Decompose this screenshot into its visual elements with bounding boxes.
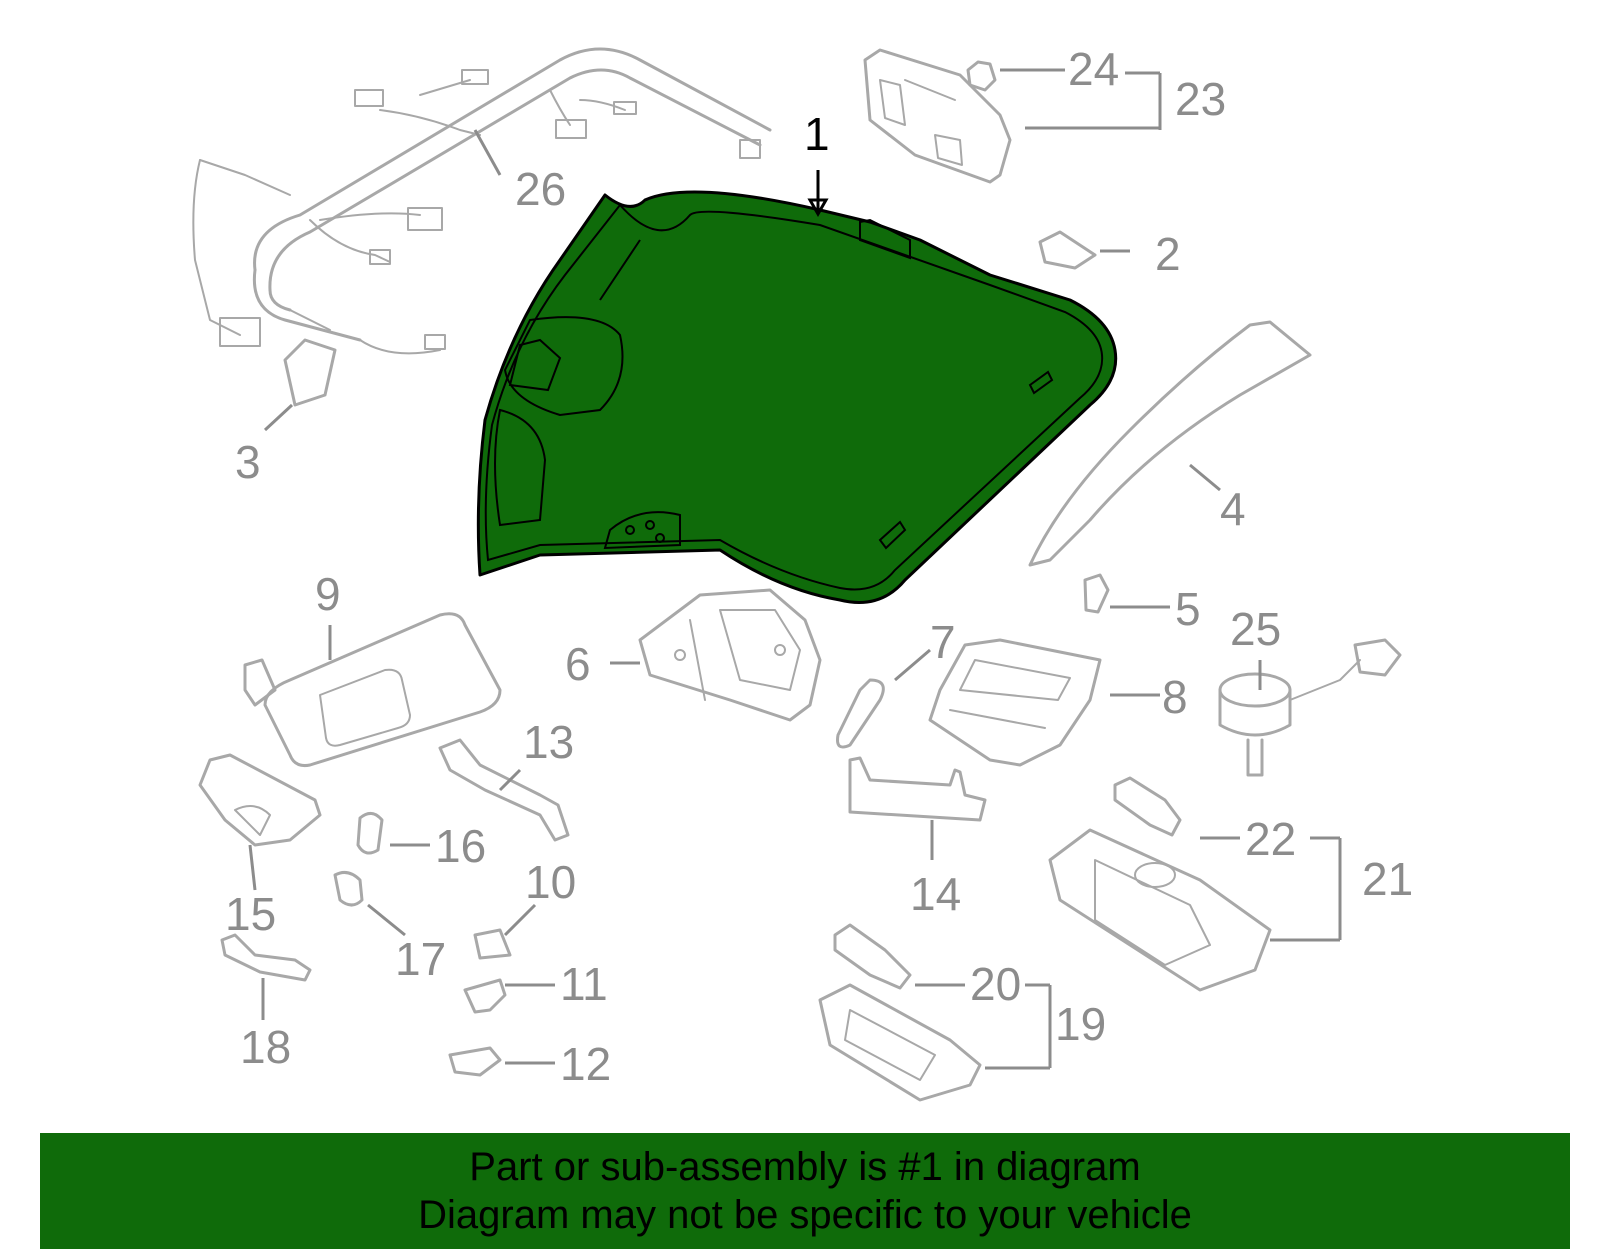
part-6-bracket[interactable] [638, 588, 822, 722]
label-21[interactable]: 21 [1362, 853, 1413, 905]
part-24-clip[interactable] [966, 60, 997, 92]
label-19[interactable]: 19 [1055, 998, 1106, 1050]
banner-line-selected-part: Part or sub-assembly is #1 in diagram [469, 1145, 1141, 1189]
part-22-bulb[interactable] [1113, 776, 1182, 837]
label-20[interactable]: 20 [970, 958, 1021, 1010]
label-14[interactable]: 14 [910, 868, 961, 920]
label-2[interactable]: 2 [1155, 228, 1181, 280]
label-22[interactable]: 22 [1245, 813, 1296, 865]
part-21-dome-lamp[interactable] [1048, 828, 1272, 992]
parts-diagram: 1 2 3 4 5 6 7 8 9 10 11 12 13 14 15 16 1… [192, 43, 1413, 1102]
part-20-bulb[interactable] [833, 923, 912, 990]
part-8-sunshade[interactable] [928, 638, 1102, 767]
label-3[interactable]: 3 [235, 436, 261, 488]
part-18-handle[interactable] [220, 933, 312, 982]
part-23-console-module[interactable] [863, 48, 1012, 184]
part-15-visor-mount[interactable] [198, 753, 322, 847]
label-16[interactable]: 16 [435, 820, 486, 872]
info-banner: Part or sub-assembly is #1 in diagram Di… [40, 1133, 1570, 1249]
part-3[interactable] [283, 338, 337, 407]
label-5[interactable]: 5 [1175, 583, 1201, 635]
part-12-cover[interactable] [448, 1046, 502, 1077]
label-15[interactable]: 15 [225, 888, 276, 940]
label-1[interactable]: 1 [804, 108, 830, 160]
label-13[interactable]: 13 [523, 716, 574, 768]
part-11-clip[interactable] [463, 978, 507, 1014]
label-9[interactable]: 9 [315, 568, 341, 620]
part-19-map-lamp[interactable] [818, 983, 982, 1102]
label-26[interactable]: 26 [515, 163, 566, 215]
part-7-seal[interactable] [836, 678, 885, 749]
label-8[interactable]: 8 [1162, 671, 1188, 723]
part-1-headliner[interactable] [476, 190, 1118, 604]
label-4[interactable]: 4 [1220, 483, 1246, 535]
label-25[interactable]: 25 [1230, 603, 1281, 655]
part-14-bracket[interactable] [848, 756, 987, 822]
part-10-clip[interactable] [473, 928, 512, 960]
part-9-sun-visor[interactable] [243, 612, 502, 767]
label-6[interactable]: 6 [565, 638, 591, 690]
label-10[interactable]: 10 [525, 856, 576, 908]
part-5-clip[interactable] [1083, 573, 1110, 614]
label-17[interactable]: 17 [395, 933, 446, 985]
part-17-grommet[interactable] [333, 870, 364, 907]
part-13-grab-handle[interactable] [438, 738, 570, 842]
label-23[interactable]: 23 [1175, 73, 1226, 125]
label-11[interactable]: 11 [560, 958, 608, 1010]
banner-line-disclaimer: Diagram may not be specific to your vehi… [418, 1193, 1192, 1237]
part-16-grommet[interactable] [356, 812, 384, 855]
part-26-wiring-harness[interactable] [192, 47, 772, 355]
part-25-sensor[interactable] [1218, 638, 1402, 777]
leader-1-arrow [807, 198, 829, 218]
part-4-pillar-trim[interactable] [1028, 320, 1312, 567]
part-2-pad[interactable] [1038, 230, 1097, 270]
label-7[interactable]: 7 [930, 616, 956, 668]
label-24[interactable]: 24 [1068, 43, 1119, 95]
label-18[interactable]: 18 [240, 1021, 291, 1073]
label-12[interactable]: 12 [560, 1038, 611, 1090]
